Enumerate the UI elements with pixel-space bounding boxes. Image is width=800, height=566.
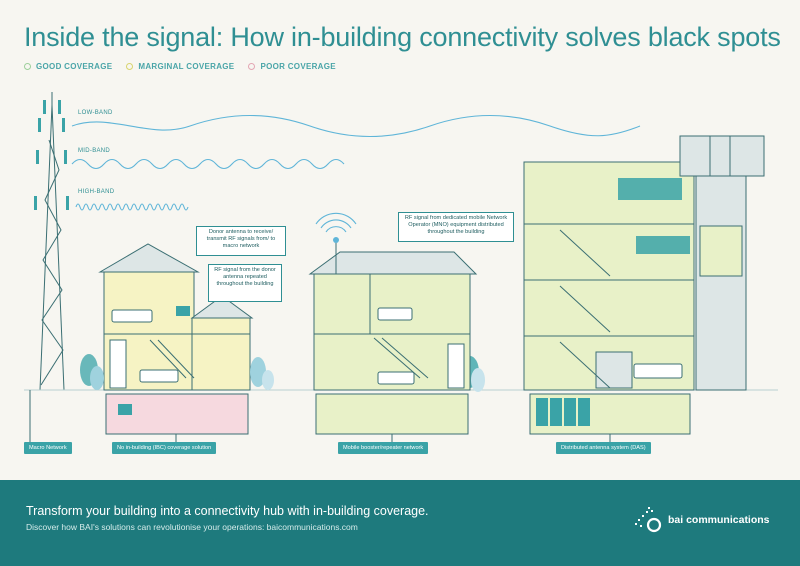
- legend-poor-label: POOR COVERAGE: [260, 62, 336, 71]
- footer-subline: Discover how BAI's solutions can revolut…: [26, 522, 358, 532]
- page-title: Inside the signal: How in-building conne…: [24, 22, 781, 52]
- bai-logo: bai communications: [634, 507, 770, 533]
- poor-coverage-dot-icon: [248, 63, 256, 70]
- donor-antenna-callout: Donor antenna to receive/ transmit RF si…: [196, 226, 286, 256]
- high-band-wave: [75, 203, 189, 211]
- label-leaders: [29, 390, 611, 442]
- legend-marginal: MARGINAL COVERAGE: [126, 62, 234, 71]
- coverage-legend: GOOD COVERAGE MARGINAL COVERAGE POOR COV…: [24, 62, 336, 71]
- das-building: [523, 135, 765, 435]
- legend-poor: POOR COVERAGE: [248, 62, 336, 71]
- mid-band-wave: [71, 158, 345, 170]
- good-coverage-dot-icon: [24, 63, 31, 70]
- mno-signal-callout: RF signal from dedicated mobile Network …: [398, 212, 514, 242]
- repeater-signal-callout: RF signal from the donor antenna repeate…: [208, 264, 282, 302]
- das-label: Distributed antenna system (DAS): [556, 442, 651, 454]
- building-scene: .ln { stroke:#3b6f73; stroke-width:1; fi…: [24, 92, 778, 442]
- legend-good: GOOD COVERAGE: [24, 62, 112, 71]
- low-band-wave: [71, 114, 641, 138]
- no-ibc-label: No in-building (IBC) coverage solution: [112, 442, 217, 454]
- marginal-coverage-dot-icon: [126, 63, 134, 70]
- brand-name: bai communications: [668, 514, 770, 526]
- footer-banner: [0, 480, 800, 566]
- mid-band-label: MID-BAND: [78, 148, 111, 154]
- macro-network-label: Macro Network: [24, 442, 72, 454]
- bai-logo-icon: [635, 507, 662, 533]
- house-no-ibc: [98, 243, 254, 435]
- footer-headline: Transform your building into a connectiv…: [26, 504, 429, 518]
- booster-label: Mobile booster/repeater network: [338, 442, 429, 454]
- legend-good-label: GOOD COVERAGE: [36, 62, 113, 71]
- house-booster: [308, 212, 478, 435]
- macro-tower-icon: [34, 92, 69, 391]
- low-band-label: LOW-BAND: [78, 110, 113, 116]
- high-band-label: HIGH-BAND: [78, 189, 115, 195]
- legend-marginal-label: MARGINAL COVERAGE: [138, 62, 235, 71]
